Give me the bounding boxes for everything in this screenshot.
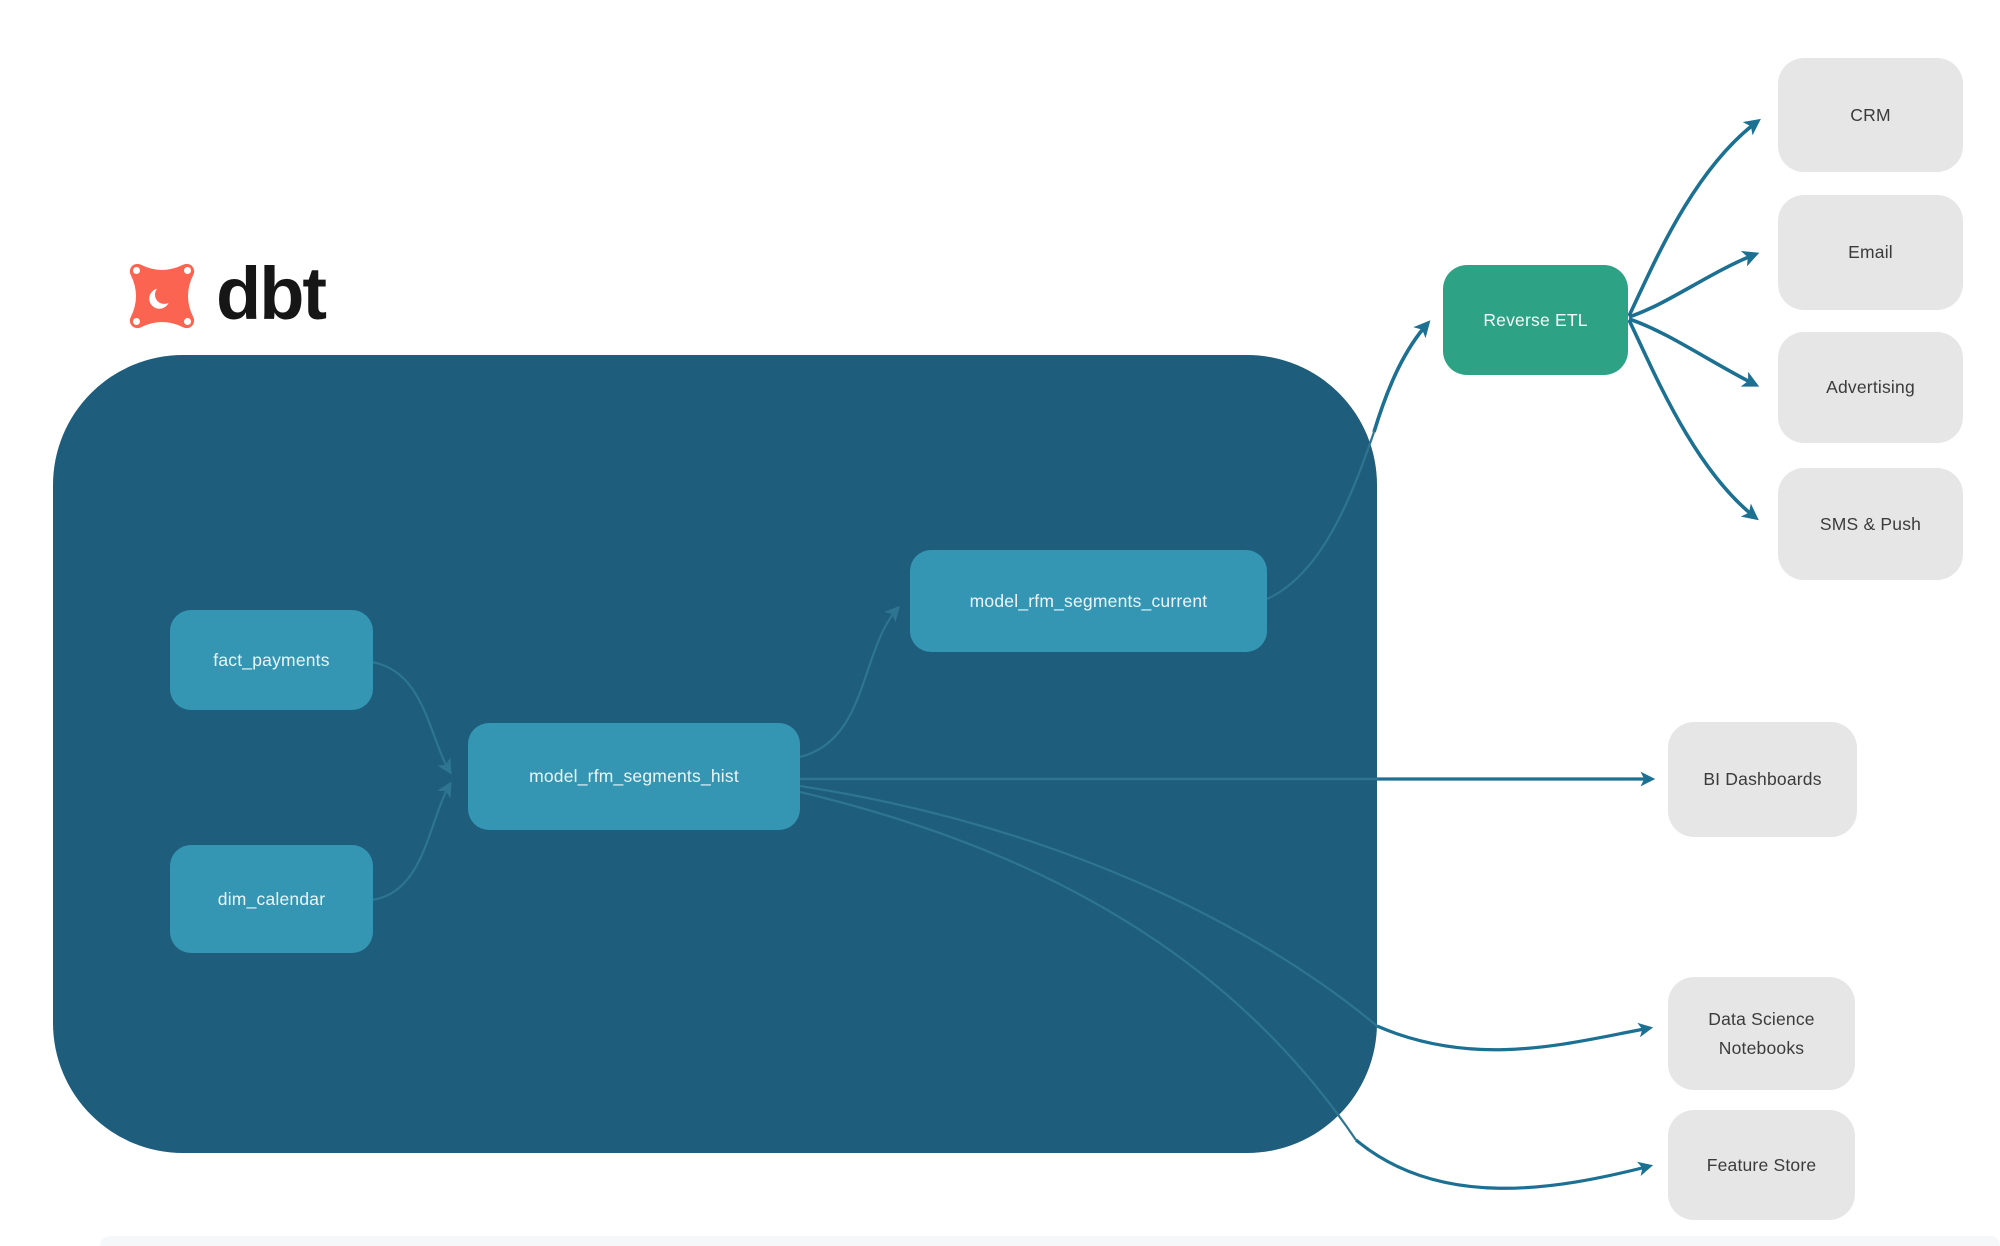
node-feature-store: Feature Store (1668, 1110, 1855, 1220)
dbt-logo: dbt (118, 252, 327, 340)
edge-reverse-etl-to-email (1628, 251, 1760, 319)
node-email: Email (1778, 195, 1963, 310)
edge-to-data-science-notebooks (1376, 1022, 1654, 1052)
edge-reverse-etl-to-crm (1627, 118, 1761, 317)
node-bi-dashboards: BI Dashboards (1668, 722, 1857, 837)
edge-reverse-etl-to-sms-push (1627, 319, 1759, 521)
node-advertising: Advertising (1778, 332, 1963, 443)
node-model-rfm-segments-hist: model_rfm_segments_hist (468, 723, 800, 830)
node-dim-calendar: dim_calendar (170, 845, 373, 953)
node-model-rfm-segments-current: model_rfm_segments_current (910, 550, 1267, 652)
dbt-star-icon (129, 263, 195, 329)
node-data-science-notebooks: Data Science Notebooks (1668, 977, 1855, 1090)
node-fact-payments: fact_payments (170, 610, 373, 710)
edge-reverse-etl-to-advertising (1628, 317, 1760, 387)
node-sms-push: SMS & Push (1778, 468, 1963, 580)
dbt-wordmark: dbt (216, 252, 327, 335)
node-crm: CRM (1778, 58, 1963, 172)
next-section-edge (100, 1236, 2000, 1246)
edge-current-to-reverse-etl (1372, 320, 1431, 433)
node-reverse-etl: Reverse ETL (1443, 265, 1628, 375)
edge-to-feature-store (1354, 1138, 1654, 1190)
